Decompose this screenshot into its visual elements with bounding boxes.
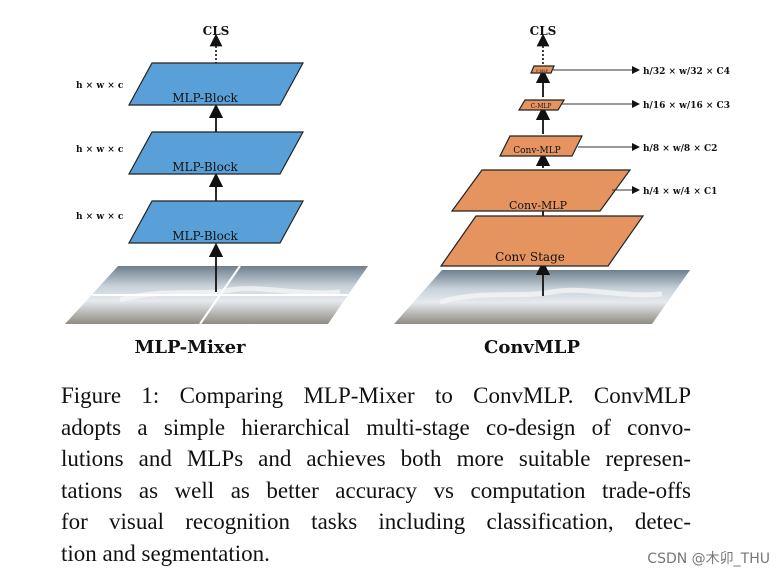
c-mlp-block-2: C-MLP bbox=[530, 65, 555, 74]
figure-caption: Figure 1: Comparing MLP-Mixer to ConvMLP… bbox=[61, 380, 691, 569]
left-cls-label: CLS bbox=[203, 24, 230, 38]
mlp-block-1: MLP-Block bbox=[127, 200, 305, 244]
mlp-block-2-label: MLP-Block bbox=[172, 160, 238, 174]
input-image-right bbox=[394, 270, 690, 324]
c-mlp-1-label: C-MLP bbox=[531, 103, 552, 110]
conv-mlp-block-2: Conv-MLP bbox=[499, 135, 583, 157]
right-dim-label-1: h/4 × w/4 × C1 bbox=[643, 187, 717, 197]
conv-mlp-block-1: Conv-MLP bbox=[450, 169, 632, 212]
right-dim-label-3: h/16 × w/16 × C3 bbox=[643, 101, 730, 111]
caption-line-5: for visual recognition tasks including c… bbox=[61, 509, 691, 534]
conv-stage-block: Conv Stage bbox=[439, 215, 645, 267]
left-dim-label-1: h × w × c bbox=[76, 212, 124, 222]
input-image-left bbox=[65, 265, 368, 325]
mlp-mixer-diagram: MLP-Block MLP-Block MLP-Block h × w × c … bbox=[65, 24, 368, 358]
comparison-diagram: MLP-Block MLP-Block MLP-Block h × w × c … bbox=[65, 24, 730, 358]
caption-line-4: tations as well as better accuracy vs co… bbox=[61, 477, 691, 503]
caption-line-1: Figure 1: Comparing MLP-Mixer to ConvMLP… bbox=[61, 383, 691, 408]
conv-mlp-2-label: Conv-MLP bbox=[513, 146, 560, 156]
mlp-block-2: MLP-Block bbox=[127, 131, 305, 175]
mlp-mixer-title: MLP-Mixer bbox=[134, 337, 246, 358]
conv-mlp-1-label: Conv-MLP bbox=[509, 199, 568, 212]
conv-stage-label: Conv Stage bbox=[495, 250, 565, 264]
left-dim-label-3: h × w × c bbox=[76, 81, 124, 91]
mlp-block-1-label: MLP-Block bbox=[172, 229, 238, 243]
c-mlp-block-1: C-MLP bbox=[517, 99, 566, 111]
left-dim-label-2: h × w × c bbox=[76, 145, 124, 155]
mlp-block-3-label: MLP-Block bbox=[172, 91, 238, 105]
c-mlp-2-label: C-MLP bbox=[536, 69, 549, 73]
caption-line-2: adopts a simple hierarchical multi-stage… bbox=[61, 414, 691, 440]
convmlp-title: ConvMLP bbox=[484, 337, 580, 358]
convmlp-diagram: Conv Stage Conv-MLP Conv-MLP C-MLP C-MLP… bbox=[394, 24, 730, 358]
caption-line-3: lutions and MLPs and achieves both more … bbox=[61, 446, 691, 471]
mlp-block-3: MLP-Block bbox=[127, 62, 305, 106]
right-dim-label-2: h/8 × w/8 × C2 bbox=[643, 144, 717, 154]
right-cls-label: CLS bbox=[530, 24, 557, 38]
right-dim-label-4: h/32 × w/32 × C4 bbox=[643, 67, 730, 77]
watermark: CSDN @木卯_THU bbox=[647, 551, 770, 567]
caption-line-6: tion and segmentation. bbox=[61, 540, 270, 566]
